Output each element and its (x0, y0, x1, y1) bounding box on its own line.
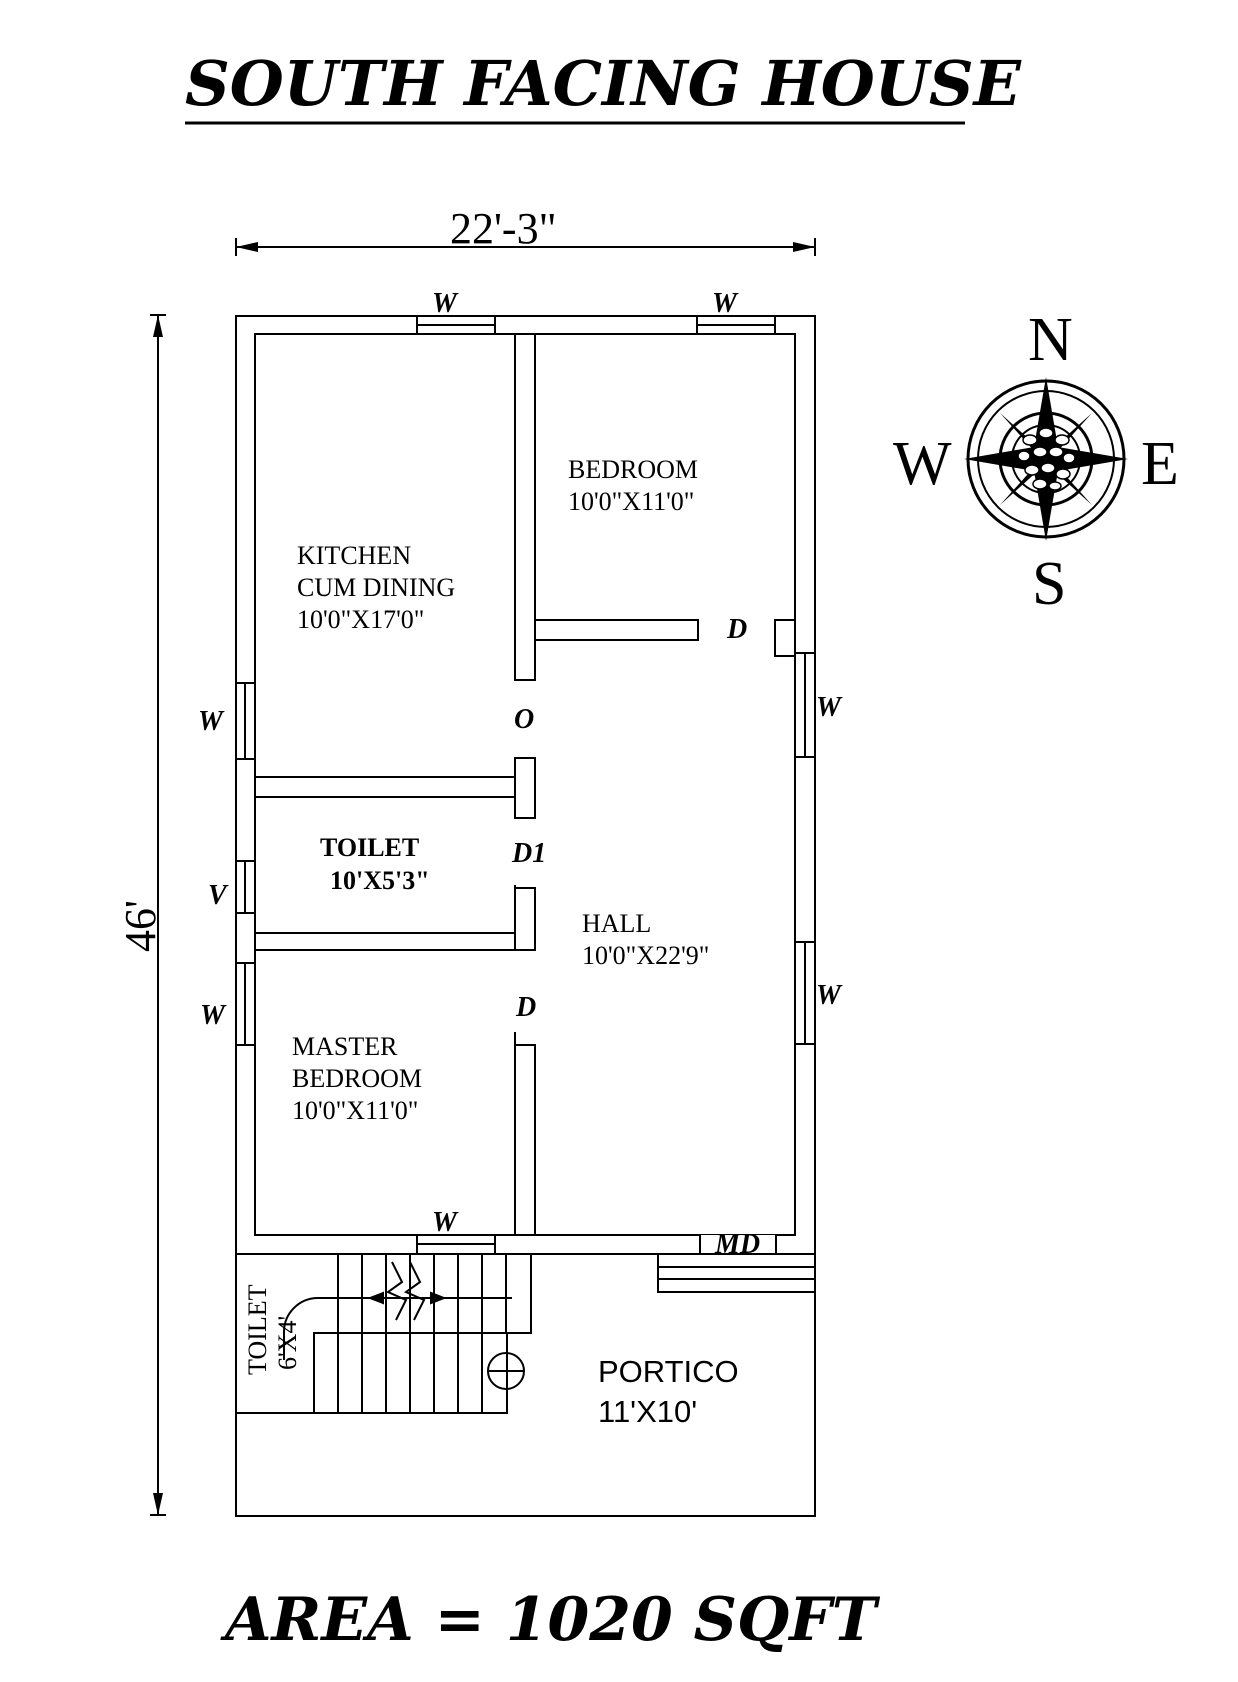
kitchen-label-2: CUM DINING (297, 573, 455, 602)
window-label: W (816, 980, 843, 1011)
internal-walls (254, 333, 796, 1236)
window-label: W (432, 288, 459, 319)
master-bedroom-size: 10'0"X11'0" (292, 1096, 418, 1125)
staircase (236, 1253, 532, 1414)
kitchen-label-1: KITCHEN (297, 541, 411, 570)
entry-steps (657, 1253, 816, 1293)
toilet-small-label: TOILET (243, 1284, 272, 1375)
door-d1-label: D1 (511, 838, 546, 869)
toilet-label: TOILET (320, 833, 419, 862)
windows (235, 315, 816, 1255)
room-fills (254, 333, 796, 1236)
main-door-label: MD (714, 1229, 760, 1260)
depth-dimension: 46' (116, 900, 165, 952)
window-label: W (200, 1000, 227, 1031)
toilet-area (254, 796, 516, 934)
hall-label: HALL (582, 909, 651, 938)
bedroom-size: 10'0"X11'0" (568, 487, 694, 516)
portico-size: 11'X10' (598, 1394, 697, 1429)
ventilator-label: V (208, 880, 229, 911)
master-bedroom-area (254, 949, 516, 1236)
depth-dimension-line (150, 314, 166, 1516)
width-dimension-line (235, 238, 816, 256)
portico-label: PORTICO (598, 1354, 739, 1389)
compass-east: E (1141, 430, 1179, 498)
bedroom-label: BEDROOM (568, 455, 698, 484)
toilet-size: 10'X5'3" (330, 866, 430, 895)
window-label: W (432, 1207, 459, 1238)
kitchen-size: 10'0"X17'0" (297, 605, 424, 634)
door-label: D (726, 614, 747, 645)
hall-size: 10'0"X22'9" (582, 941, 709, 970)
main-door-gap (700, 1235, 776, 1255)
page-title: SOUTH FACING HOUSE (185, 47, 1022, 120)
master-bedroom-label-2: BEDROOM (292, 1064, 422, 1093)
window-label: W (198, 706, 225, 737)
master-bedroom-label-1: MASTER (292, 1032, 398, 1061)
compass-north: N (1028, 306, 1073, 374)
window-label: W (712, 288, 739, 319)
compass-west: W (893, 430, 952, 498)
area-text: AREA = 1020 SQFT (220, 1585, 881, 1655)
toilet-small-size: 6'X4' (273, 1316, 302, 1370)
kitchen-area (254, 333, 516, 778)
bedroom-area (534, 333, 796, 621)
width-dimension: 22'-3" (450, 204, 557, 253)
door-label: D (515, 992, 536, 1023)
opening-label: O (514, 704, 534, 735)
door-openings (514, 619, 774, 1032)
compass-south: S (1032, 550, 1066, 618)
window-label: W (816, 692, 843, 723)
compass-rose (964, 377, 1128, 541)
